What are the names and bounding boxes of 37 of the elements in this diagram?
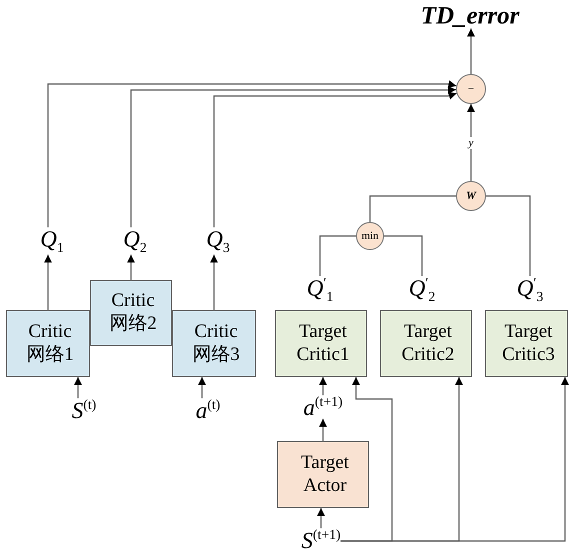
operator-circle: − — [456, 74, 486, 104]
connector-line — [319, 235, 356, 276]
operator-circle: min — [356, 222, 384, 250]
math-label: a$^{(t+1)}$ — [303, 395, 343, 419]
arrow — [317, 508, 325, 528]
arrow — [340, 377, 569, 542]
math-label: Q$_{3}$ — [206, 227, 230, 255]
operator-circle: W — [456, 181, 486, 211]
math-label: S$^{(t+1)}$ — [301, 528, 341, 552]
math-label: S$^{(t)}$ — [72, 398, 96, 422]
math-label: a$^{(t)}$ — [196, 398, 220, 422]
arrow — [74, 377, 82, 398]
arrow — [47, 80, 456, 228]
connector-line — [384, 235, 423, 276]
arrow — [467, 28, 475, 74]
process-box: Target Actor — [277, 441, 369, 508]
process-box: Target Critic1 — [275, 310, 367, 377]
edge-label: y — [468, 136, 474, 148]
connector-line — [486, 195, 531, 276]
arrow — [127, 254, 135, 280]
arrow — [130, 86, 456, 228]
math-label: Q$_{1}$ — [40, 227, 64, 255]
math-label: TD_error — [420, 4, 520, 28]
arrow — [319, 418, 327, 441]
process-box: Critic 网络2 — [90, 280, 172, 346]
process-box: Critic 网络1 — [6, 310, 90, 377]
arrow — [198, 377, 206, 398]
arrow — [319, 377, 327, 396]
arrow — [210, 254, 218, 310]
process-box: Target Critic2 — [380, 310, 472, 377]
arrow — [213, 92, 457, 228]
arrow — [44, 254, 52, 310]
connector-line — [369, 195, 456, 222]
math-label: Q$_{2}$ — [123, 227, 147, 255]
process-box: Target Critic3 — [485, 310, 568, 377]
arrow — [467, 104, 475, 181]
process-box: Critic 网络3 — [172, 310, 256, 377]
